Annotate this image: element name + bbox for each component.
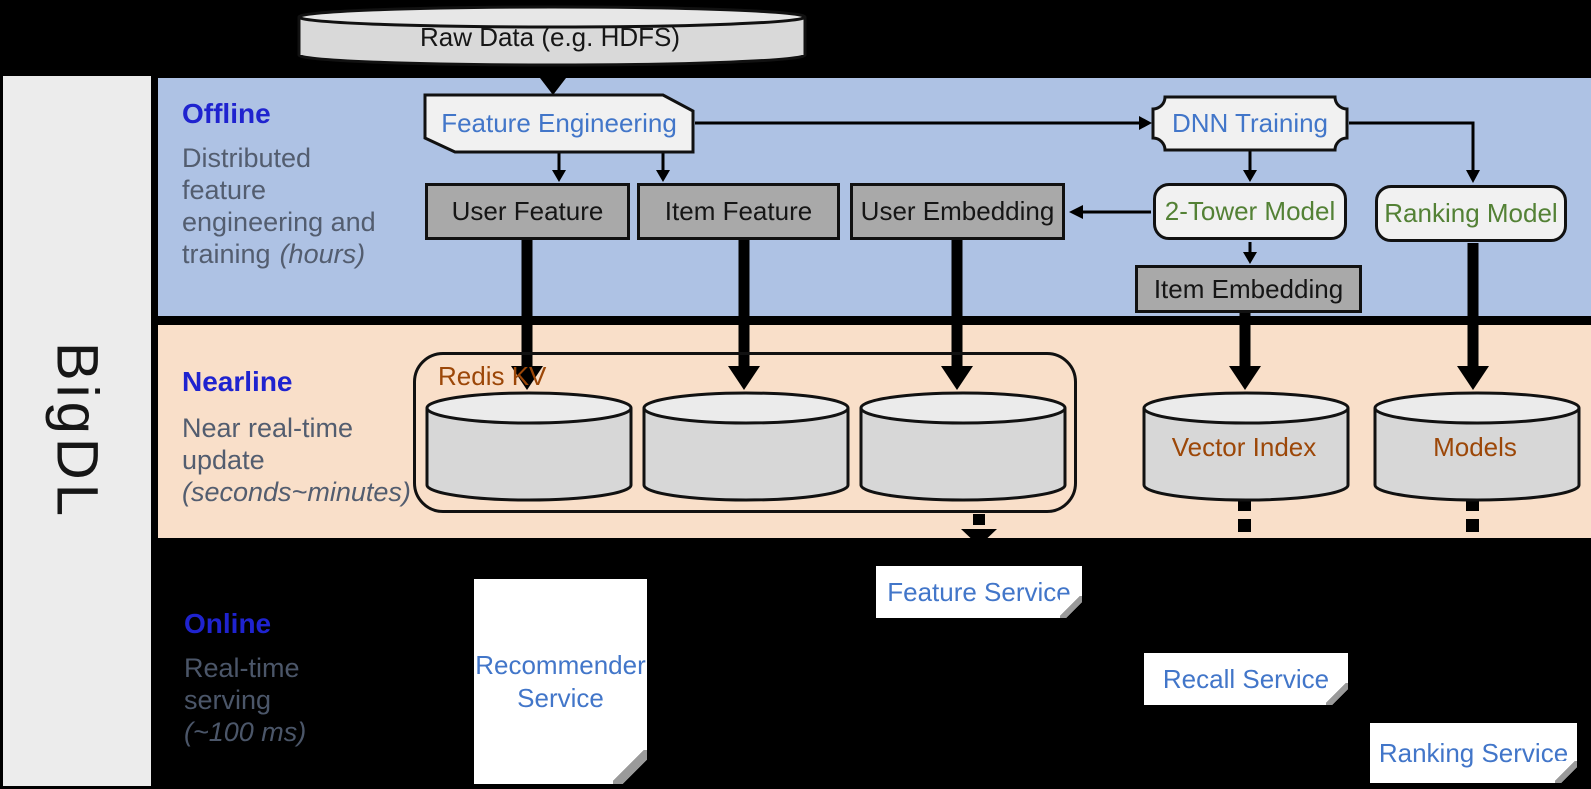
recommender-service-label-line2: Service xyxy=(517,682,604,713)
two-tower-model-label: 2-Tower Model xyxy=(1164,196,1336,226)
folded-corner xyxy=(613,750,647,784)
ranking-model-label: Ranking Model xyxy=(1384,198,1558,228)
models-cylinder: Models xyxy=(1371,390,1581,507)
vector-index-label: Vector Index xyxy=(1171,432,1317,462)
ranking-model-node: Ranking Model xyxy=(1375,185,1567,242)
kv-cylinder-1 xyxy=(423,390,635,507)
raw-data-cylinder-shape xyxy=(297,5,807,67)
item-embedding-node: Item Embedding xyxy=(1135,265,1362,313)
item-feature-label: Item Feature xyxy=(664,196,813,226)
online-section-description: Real-time serving (~100 ms) xyxy=(184,653,307,747)
feature-engineering-node: Feature Engineering xyxy=(423,93,695,154)
raw-data-label: Raw Data (e.g. HDFS) xyxy=(419,22,681,52)
models-label: Models xyxy=(1433,432,1517,462)
recommender-service-label-line1: Recommender xyxy=(475,649,646,680)
feature-engineering-shape xyxy=(423,93,695,154)
offline-band-title: Offline xyxy=(182,98,271,129)
folded-corner xyxy=(1060,596,1082,618)
dnn-training-node: DNN Training xyxy=(1151,95,1349,152)
redis-kv-container: Redis KV xyxy=(413,352,1077,513)
user-feature-label: User Feature xyxy=(451,196,604,226)
kv-cylinder-2 xyxy=(640,390,852,507)
recall-service-label: Recall Service xyxy=(1162,663,1330,694)
nearline-band-title: Nearline xyxy=(182,366,293,397)
online-section-title: Online xyxy=(184,608,272,639)
item-embedding-label: Item Embedding xyxy=(1153,273,1344,304)
user-embedding-node: User Embedding xyxy=(850,183,1065,240)
kv-cylinder-3 xyxy=(857,390,1069,507)
dnn-training-shape xyxy=(1151,95,1349,152)
user-embedding-label: User Embedding xyxy=(860,196,1055,226)
recall-service-node: Recall Service xyxy=(1144,653,1348,705)
redis-kv-label: Redis KV xyxy=(438,361,547,391)
bigdl-sidebar: BigDL xyxy=(3,76,151,786)
feature-service-label: Feature Service xyxy=(887,576,1071,607)
ranking-service-label: Ranking Service xyxy=(1378,737,1569,768)
ranking-service-node: Ranking Service xyxy=(1370,723,1577,783)
feature-engineering-label: Feature Engineering xyxy=(441,108,677,138)
offline-band-description: Distributed feature engineering and trai… xyxy=(182,143,376,269)
recommender-service-node: Recommender Service xyxy=(474,579,647,784)
feature-service-node: Feature Service xyxy=(876,566,1082,618)
user-feature-node: User Feature xyxy=(425,183,630,240)
item-feature-node: Item Feature xyxy=(637,183,840,240)
nearline-band-description: Near real-time update (seconds~minutes) xyxy=(182,413,411,507)
folded-corner xyxy=(1555,761,1577,783)
raw-data-cylinder: Raw Data (e.g. HDFS) xyxy=(295,4,807,67)
vector-index-cylinder: Vector Index xyxy=(1140,390,1350,507)
two-tower-model-node: 2-Tower Model xyxy=(1153,183,1347,240)
folded-corner xyxy=(1326,683,1348,705)
dnn-training-label: DNN Training xyxy=(1171,108,1329,138)
bigdl-logo-text: BigDL xyxy=(44,342,110,520)
